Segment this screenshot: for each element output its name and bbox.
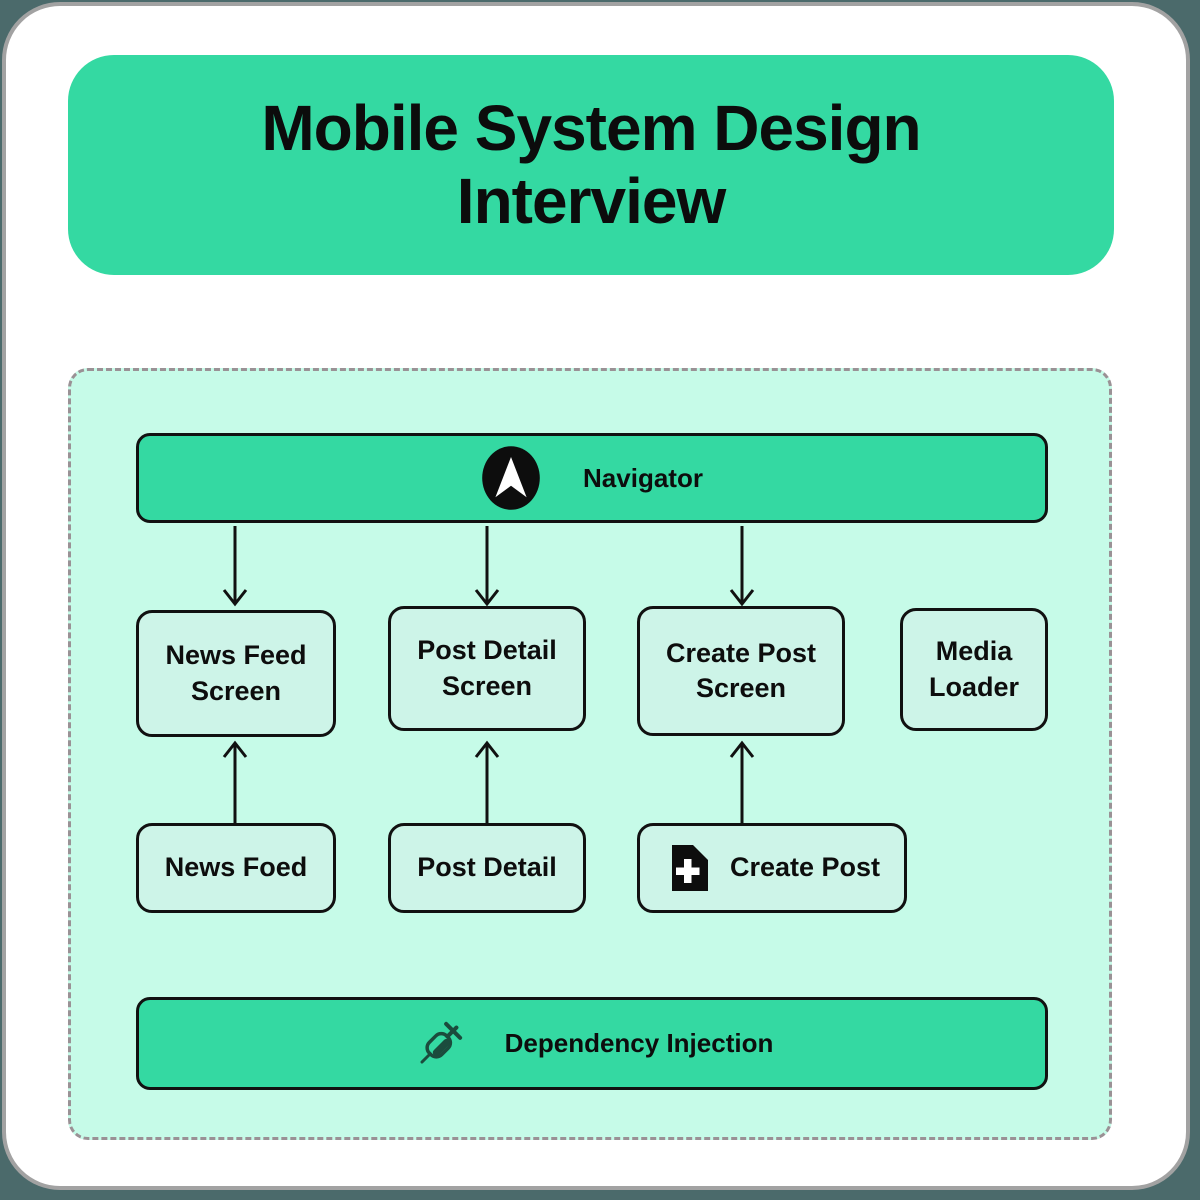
node-post-detail-screen: Post Detail Screen xyxy=(388,606,586,731)
navigator-node: Navigator xyxy=(136,433,1048,523)
node-label: Media Loader xyxy=(928,636,1020,702)
node-news-foed: News Foed xyxy=(136,823,336,913)
title-banner: Mobile System Design Interview xyxy=(68,55,1114,275)
node-label: Create Post xyxy=(729,852,881,883)
navigation-arrow-icon xyxy=(481,445,541,511)
node-label: News Feed Screen xyxy=(165,640,307,706)
page-title: Mobile System Design Interview xyxy=(261,92,921,237)
node-label: Create Post Screen xyxy=(665,637,817,703)
node-create-post-screen: Create Post Screen xyxy=(637,606,845,736)
node-label: Post Detail Screen xyxy=(417,635,557,701)
node-label: Post Detail xyxy=(417,852,557,883)
dependency-injection-node: Dependency Injection xyxy=(136,997,1048,1090)
node-media-loader: Media Loader xyxy=(900,608,1048,731)
node-create-post: Create Post xyxy=(637,823,907,913)
node-news-feed-screen: News Feed Screen xyxy=(136,610,336,737)
file-plus-icon xyxy=(664,840,714,896)
node-label: News Foed xyxy=(164,852,308,883)
navigator-label: Navigator xyxy=(583,462,703,493)
syringe-icon xyxy=(411,1015,469,1073)
dependency-injection-label: Dependency Injection xyxy=(504,1028,774,1058)
node-post-detail: Post Detail xyxy=(388,823,586,913)
